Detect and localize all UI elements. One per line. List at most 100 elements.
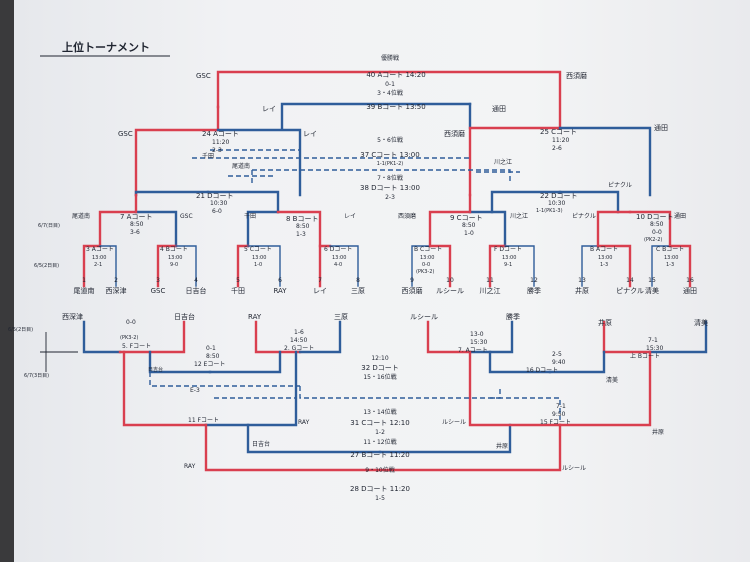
b-c27-a [246,423,382,454]
team-name: 日吉台 [185,287,207,295]
seventh-score: 2-3 [385,194,395,201]
c32-title: 15・16位戦 [363,374,397,381]
seed-number: 8 [356,277,360,284]
b-l1-a [82,320,122,354]
label-hiyoshidai-mid: 日吉台 [148,367,164,373]
team-name: GSC [150,287,166,295]
label-ray: RAY [248,313,262,321]
team-name: 通田 [683,287,697,295]
date-label-d1: 6/7(日目) [38,223,60,229]
r1-time: 8:50 [130,221,144,228]
label-pinacle-r1: ピナクル [572,213,596,220]
bl2-score: 1-6 [294,329,304,336]
m1-b [99,245,117,287]
qf2-a [490,190,562,214]
final-line-right [388,70,562,130]
semi-left-match: 24 Aコート [202,130,239,138]
m6-time: 13:00 [502,255,517,261]
fifth-score: 1-1(PK1-2) [376,161,404,167]
r2-b [276,210,322,248]
m5-time: 13:00 [420,255,435,261]
br2-match: 上 Bコート [630,353,661,360]
team-name: 千田 [231,287,245,295]
br4-score: 7-1 [556,403,566,410]
b-l3-b [208,350,282,374]
semi-left-blue [216,128,302,197]
label-e3: E-3 [190,387,200,394]
m2-b [175,245,197,287]
b-l4-b [204,350,298,427]
m5-b [428,244,452,288]
seed-number: 3 [156,277,160,284]
r4-b [628,210,672,248]
semi-left-time: 11:20 [212,139,230,146]
label-hiyoshidai-low: 日吉台 [252,441,271,448]
final-match: 40 Aコート 14:20 [366,71,426,79]
label-onomichi-mid: 尾道南 [232,163,251,170]
semi-right-red [468,126,562,197]
fifth-title: 5・6位戦 [377,137,403,144]
label-rushiru-bottom: ルシール [562,465,587,472]
c27-match: 27 Bコート 11:20 [350,451,410,459]
bl1-score: 0-0 [126,319,136,326]
br1-score: 13-0 [470,331,484,338]
team-name: 清美 [645,287,659,295]
br3-match: 16 Dコート [526,367,559,374]
m8-match: C Bコート [656,246,685,253]
r4-pk: (PK2-2) [644,237,663,243]
label-rei-third: レイ [262,105,276,113]
m7-time: 13:00 [598,255,613,261]
semi-left-score: 2-3 [212,147,222,154]
team-name: RAY [273,287,287,295]
label-rushiru-mid: ルシール [442,419,467,426]
b-c28-b [388,423,562,472]
b-c28-a [204,423,392,472]
br3-score: 2-5 [552,351,562,358]
team-name: 西須磨 [401,287,423,295]
label-ray-mid: RAY [298,419,310,426]
m2-time: 13:00 [168,255,183,261]
label-gsc-semi: GSC [118,130,133,138]
dash-b1 [149,372,300,387]
b-l1-b [118,320,186,354]
c27-title: 11・12位戦 [363,439,397,446]
semi-right-score: 2-6 [552,145,562,152]
m4-match: 6 Dコート [324,246,353,253]
c31-match: 31 Cコート 12:10 [350,419,410,427]
third-title: 3・4位戦 [377,90,403,97]
fifth-match: 37 Cコート 13:00 [360,151,420,159]
seed-number: 5 [236,277,240,284]
label-hiyoshidai: 日吉台 [174,313,195,321]
m3-score: 1-0 [254,262,263,268]
qf1-match: 21 Dコート [196,192,234,200]
seed-number: 11 [486,277,494,284]
r3-time: 8:50 [462,222,476,229]
qf2-b [558,190,620,214]
label-ibara: 井原 [598,319,612,327]
seed-number: 14 [626,277,634,284]
third-place-line [280,102,472,130]
r3-b [468,210,507,248]
label-rei-r1: レイ [344,213,357,220]
team-name: レイ [313,287,327,295]
qf2-score: 1-1(PK1-3) [536,208,563,214]
seed-number: 12 [530,277,538,284]
m8-b [668,244,692,288]
r4-match: 10 Dコート [636,213,674,221]
m2-score: 9-0 [170,262,179,268]
b-r4-a [468,350,562,427]
qf1-time: 10:30 [210,200,228,207]
r2-score: 1-3 [296,231,306,238]
m5-score: 0-0 [422,262,431,268]
m1-a [82,244,102,288]
r3-score: 1-0 [464,230,474,237]
label-pinacle-mid: ピナクル [608,182,632,189]
m1-score: 2-1 [94,262,103,268]
label-nishisuma-final: 西須磨 [566,72,587,80]
br3-time: 9:40 [552,359,566,366]
m4-score: 4-0 [334,262,343,268]
r3-a [428,210,472,248]
br4-time: 9:50 [552,411,566,418]
r1-score: 3-6 [130,229,140,236]
m5-pk: (PK3-2) [416,269,435,275]
